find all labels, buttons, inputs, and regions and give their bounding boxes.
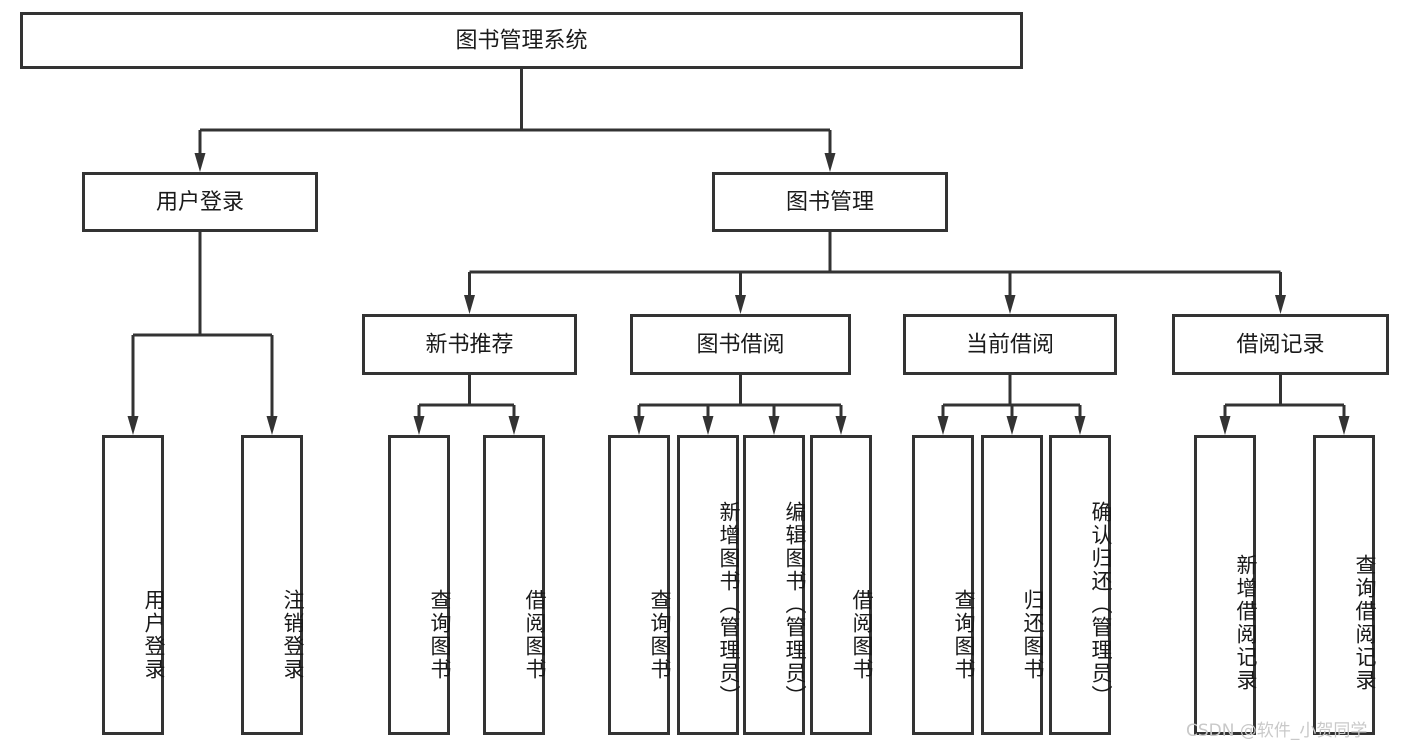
arrow-head-icon: [194, 153, 206, 172]
node-box-leaf-add-record[interactable]: [1194, 435, 1256, 735]
node-box-leaf-return-book[interactable]: [981, 435, 1043, 735]
node-label-book-borrow: 图书借阅: [696, 333, 784, 358]
arrow-head-icon: [508, 416, 520, 435]
connector-group-current-borrow: [937, 375, 1086, 435]
node-box-leaf-query-book-1[interactable]: [388, 435, 450, 735]
arrow-head-icon: [127, 416, 139, 435]
connector-group-user-login: [127, 232, 278, 435]
arrow-head-icon: [1004, 295, 1016, 314]
arrow-head-icon: [835, 416, 847, 435]
connector-group-root: [194, 69, 836, 172]
arrow-head-icon: [1219, 416, 1231, 435]
arrow-head-icon: [937, 416, 949, 435]
node-box-leaf-query-book-3[interactable]: [912, 435, 974, 735]
node-box-leaf-query-record[interactable]: [1313, 435, 1375, 735]
connector-group-new-book-recommend: [413, 375, 520, 435]
node-label-root: 图书管理系统: [455, 29, 587, 54]
node-label-borrow-record: 借阅记录: [1236, 333, 1324, 358]
connector-group-book-borrow: [633, 375, 847, 435]
connector-group-borrow-record: [1219, 375, 1350, 435]
watermark-text: CSDN @软件_小贺同学: [1186, 721, 1368, 741]
node-box-user-login[interactable]: [82, 172, 318, 232]
arrow-head-icon: [768, 416, 780, 435]
node-box-leaf-borrow-book-2[interactable]: [810, 435, 872, 735]
node-label-current-borrow: 当前借阅: [966, 333, 1054, 358]
node-box-leaf-add-book[interactable]: [677, 435, 739, 735]
arrow-head-icon: [735, 295, 746, 314]
arrow-head-icon: [413, 416, 425, 435]
arrow-head-icon: [1275, 295, 1286, 314]
node-box-leaf-confirm-return[interactable]: [1049, 435, 1111, 735]
node-label-user-login: 用户登录: [156, 190, 244, 215]
arrow-head-icon: [1074, 416, 1086, 435]
arrow-head-icon: [702, 416, 714, 435]
node-box-current-borrow[interactable]: [903, 314, 1117, 375]
node-box-leaf-logout-login[interactable]: [241, 435, 303, 735]
node-label-new-book-recommend: 新书推荐: [425, 333, 513, 358]
arrow-head-icon: [824, 153, 836, 172]
node-box-book-manage[interactable]: [712, 172, 948, 232]
node-box-book-borrow[interactable]: [630, 314, 851, 375]
node-boxes-layer: [20, 12, 1389, 735]
node-box-root[interactable]: [20, 12, 1023, 69]
node-box-leaf-user-login[interactable]: [102, 435, 164, 735]
node-box-leaf-edit-book[interactable]: [743, 435, 805, 735]
node-box-borrow-record[interactable]: [1172, 314, 1389, 375]
node-label-book-manage: 图书管理: [786, 190, 874, 215]
arrow-head-icon: [633, 416, 645, 435]
connector-group-book-manage: [464, 232, 1286, 314]
arrow-head-icon: [464, 295, 475, 314]
arrow-head-icon: [266, 416, 278, 435]
node-box-leaf-borrow-book-1[interactable]: [483, 435, 545, 735]
connectors-layer: [127, 69, 1350, 435]
arrow-head-icon: [1006, 416, 1018, 435]
arrow-head-icon: [1338, 416, 1350, 435]
node-box-new-book-recommend[interactable]: [362, 314, 577, 375]
node-box-leaf-query-book-2[interactable]: [608, 435, 670, 735]
